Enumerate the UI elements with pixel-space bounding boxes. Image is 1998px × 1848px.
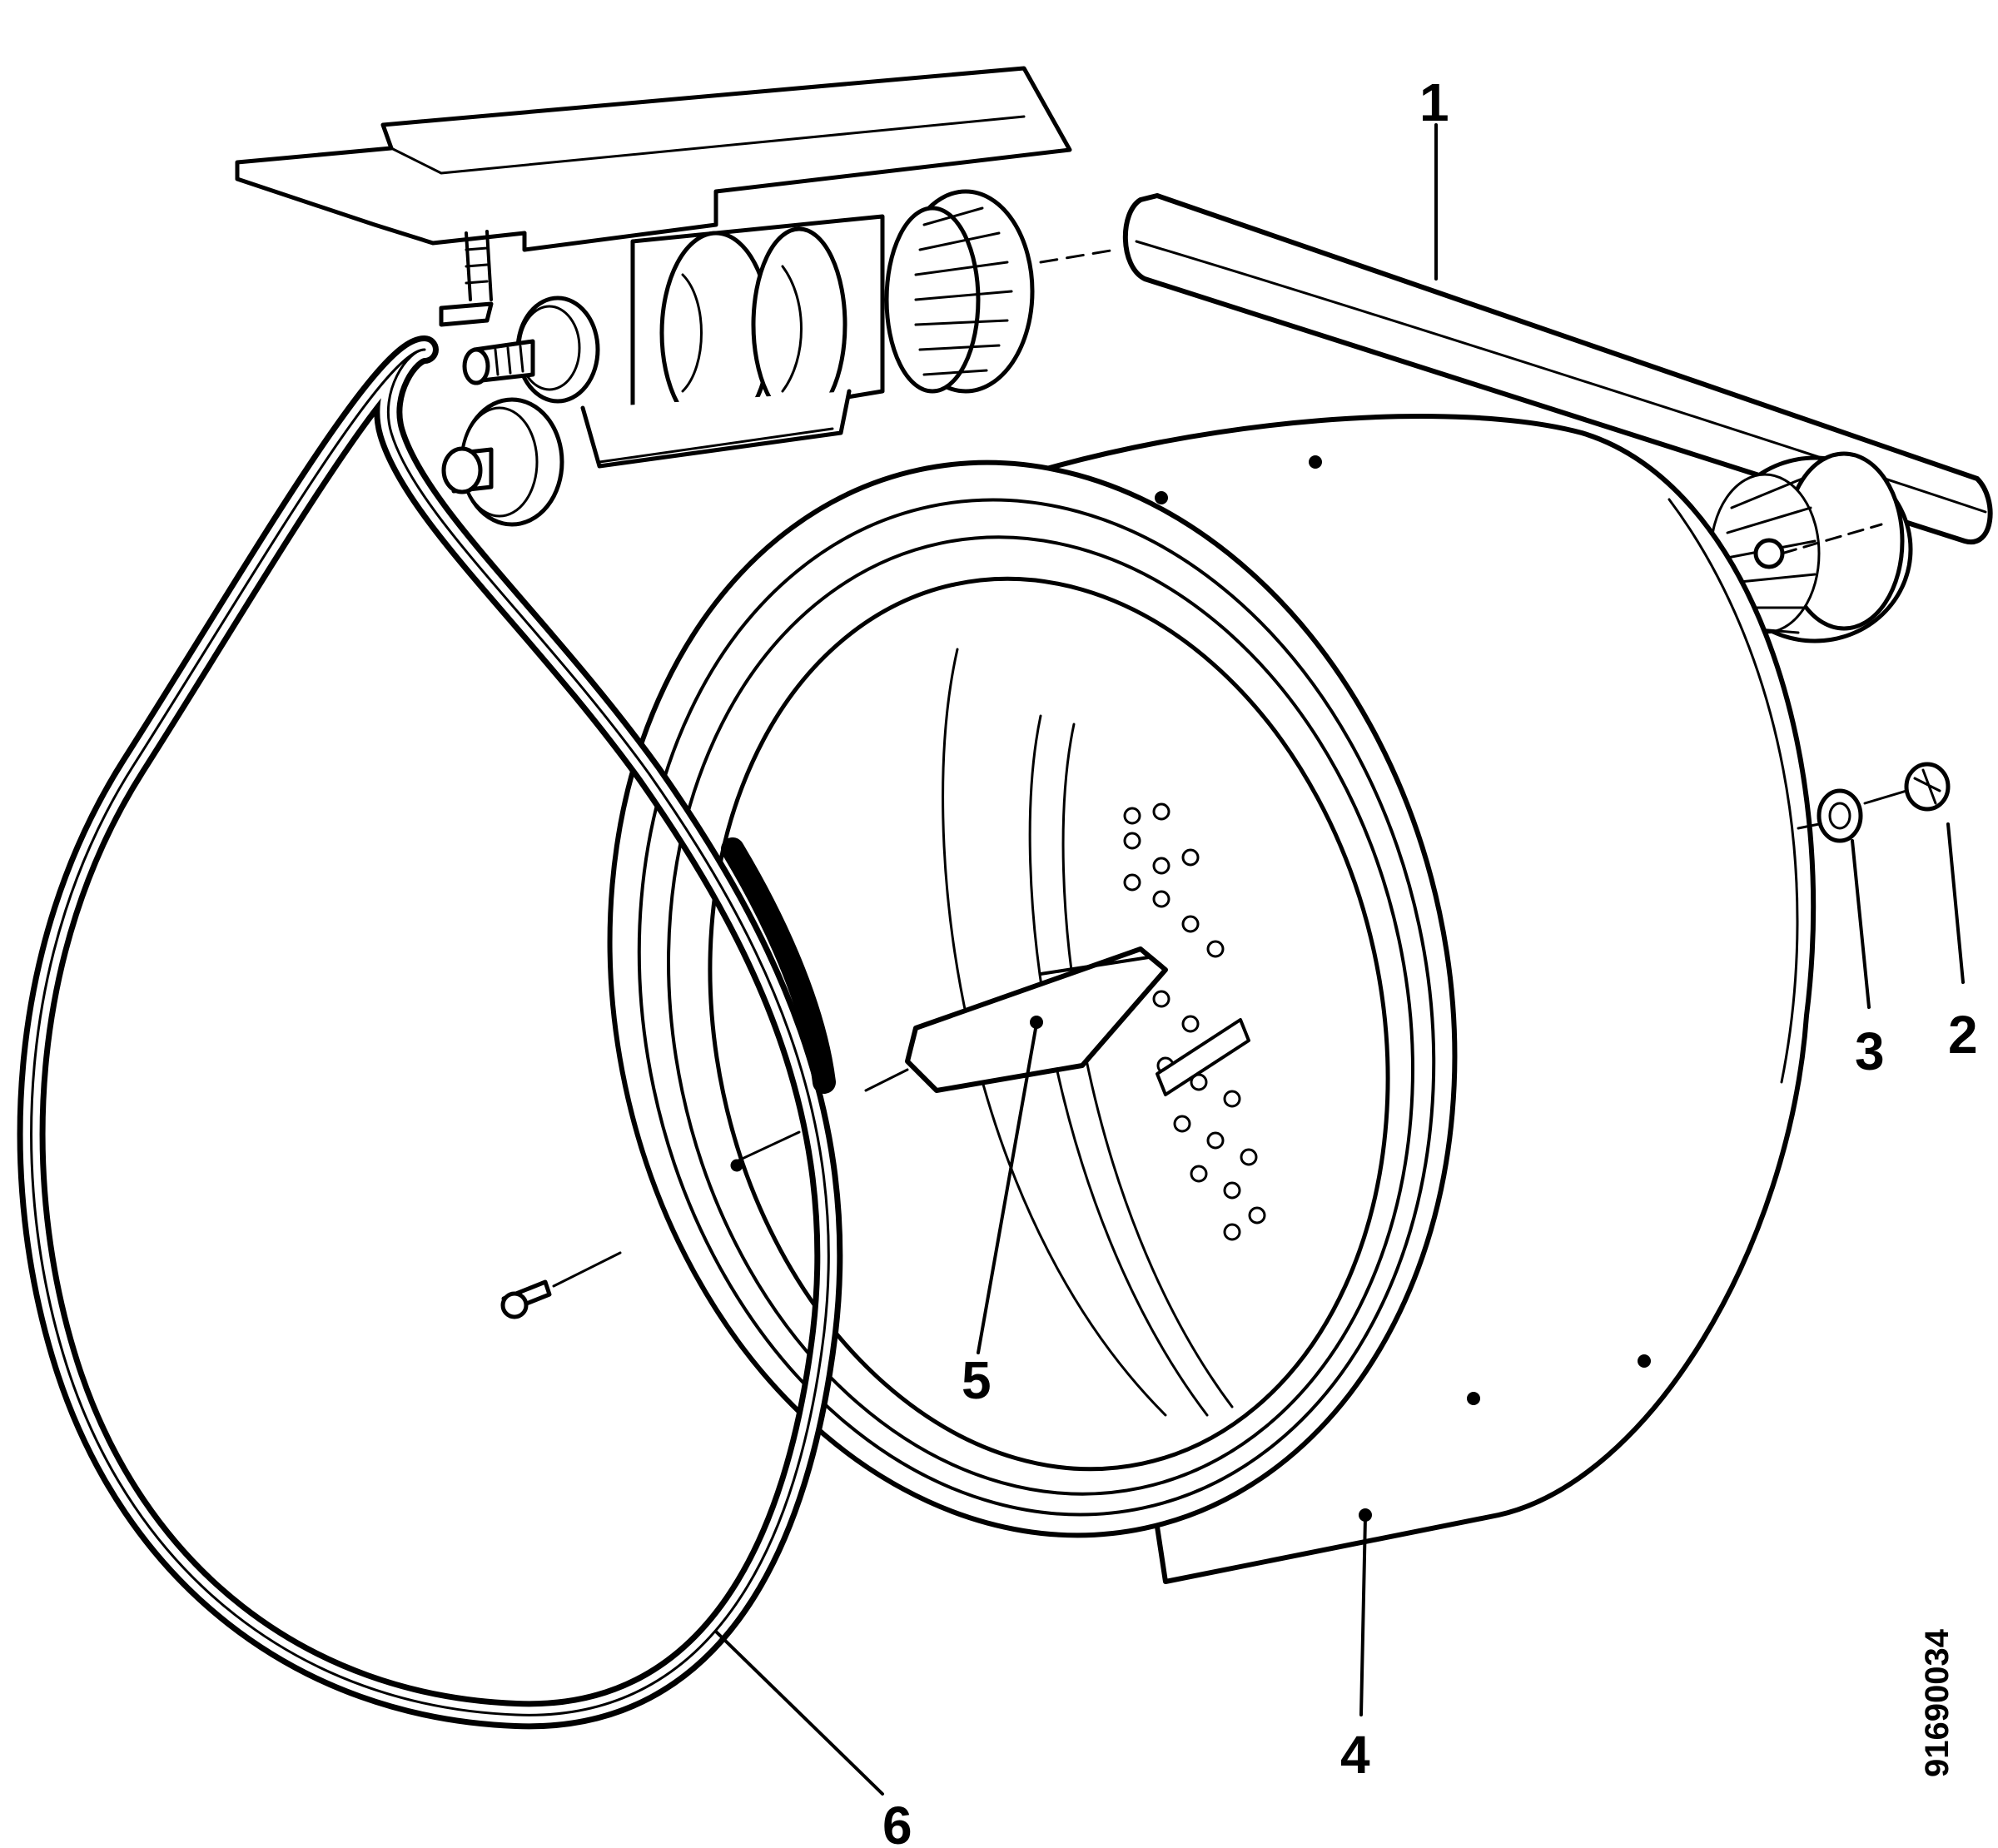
drum-drive-belt — [17, 335, 843, 1730]
fan-wheel — [1709, 451, 1913, 643]
callout-6: 6 — [882, 1796, 912, 1848]
callout-5: 5 — [962, 1350, 992, 1410]
callout-4: 4 — [1340, 1725, 1370, 1785]
drum — [607, 414, 1817, 1584]
washer — [1797, 788, 1863, 843]
drum-paddle — [864, 946, 1168, 1093]
leader-lines — [714, 123, 1965, 1796]
callout-2: 2 — [1948, 1005, 1978, 1065]
motor-mounting-plate — [235, 66, 1072, 252]
document-number: 91690034 — [1919, 1628, 1956, 1777]
screw — [500, 1130, 801, 1319]
motor-assembly — [439, 189, 1035, 527]
drum-bearing-clip — [1863, 762, 1951, 812]
callout-1: 1 — [1419, 72, 1449, 132]
callout-3: 3 — [1855, 1021, 1885, 1081]
